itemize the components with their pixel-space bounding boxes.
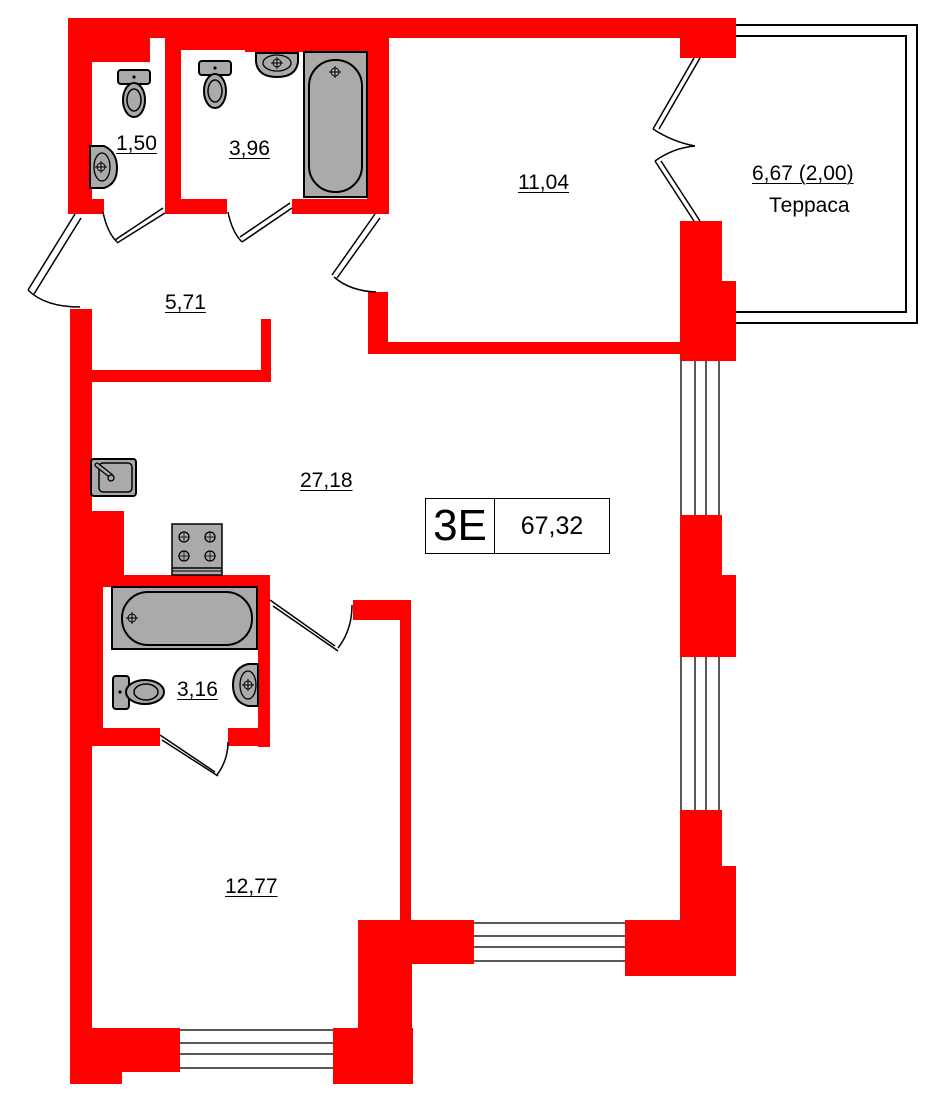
stove-icon [171, 523, 223, 576]
terrace-outline [736, 24, 918, 324]
door-icon [27, 57, 701, 777]
washbasin-icon [89, 145, 119, 189]
total-area: 67,32 [520, 511, 584, 540]
toilet-icon [198, 60, 232, 109]
room-area-bedroom-1: 11,04 [518, 171, 569, 194]
bathtub-icon [111, 586, 258, 650]
window-icon [180, 361, 720, 1069]
room-area-hallway: 5,71 [165, 291, 206, 314]
room-name-terrace: Терраса [769, 194, 850, 217]
washbasin-icon [231, 663, 259, 707]
room-area-wc: 1,50 [116, 132, 157, 155]
bathtub-icon [303, 51, 368, 198]
toilet-icon [117, 69, 151, 118]
apartment-code: 3E [426, 499, 495, 553]
kitchen-sink-icon [90, 458, 137, 497]
room-area-bathroom-1: 3,96 [229, 137, 270, 160]
washbasin-icon [255, 52, 299, 79]
walls [68, 18, 736, 1084]
room-area-bathroom-2: 3,16 [177, 678, 218, 701]
room-area-terrace: 6,67 (2,00) [752, 162, 854, 185]
apartment-badge: 3E 67,32 [425, 498, 610, 554]
room-area-bedroom-2: 12,77 [225, 875, 278, 898]
room-area-kitchen-living: 27,18 [300, 469, 353, 492]
toilet-icon [112, 675, 165, 710]
